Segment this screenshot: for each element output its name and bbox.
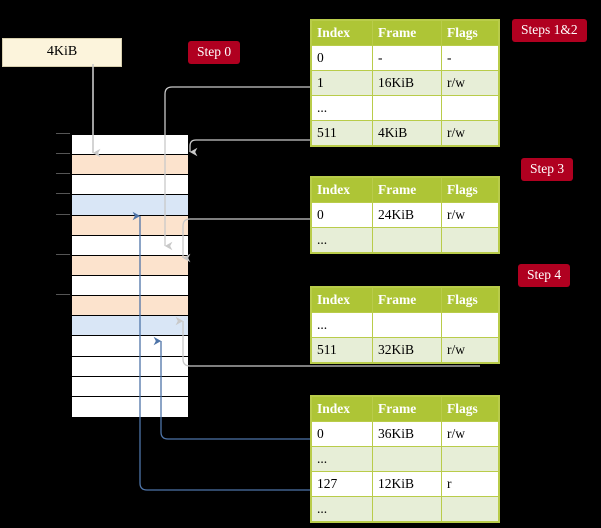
table-header-frame: Frame	[372, 287, 442, 313]
memory-frame-row	[72, 336, 188, 357]
table-cell-index: 0	[311, 45, 373, 71]
table-row[interactable]: 0--	[311, 45, 499, 71]
table-cell-flags: r/w	[441, 337, 499, 363]
table-cell-index: ...	[311, 446, 373, 472]
table-cell-flags: r/w	[441, 421, 499, 447]
table-cell-index: ...	[311, 95, 373, 121]
memory-frame-row	[72, 316, 188, 337]
table-header-index: Index	[311, 20, 373, 46]
source-frame-label: 4KiB	[46, 44, 78, 59]
memory-frame-row	[72, 356, 188, 377]
table-cell-flags: r/w	[441, 202, 499, 228]
memory-frame-row	[72, 175, 188, 196]
table-row[interactable]: ...	[311, 95, 499, 121]
table-cell-frame	[372, 446, 442, 472]
table-cell-index: 1	[311, 70, 373, 96]
badge-step-0-label: Step 0	[197, 44, 232, 59]
table-row[interactable]: ...	[311, 446, 499, 472]
table-cell-flags	[441, 446, 499, 472]
table-cell-index: ...	[311, 496, 373, 522]
table-header-flags: Flags	[441, 396, 499, 422]
badge-step-4: Step 4	[518, 264, 571, 287]
table-cell-frame: 32KiB	[372, 337, 442, 363]
table-cell-index: ...	[311, 227, 373, 253]
table-cell-frame	[372, 496, 442, 522]
memory-boundary-tick	[56, 213, 70, 215]
table-row[interactable]: ...	[311, 227, 499, 253]
table-header-index: Index	[311, 177, 373, 203]
badge-step-3: Step 3	[521, 158, 574, 181]
memory-boundary-tick	[56, 133, 70, 134]
badge-step-0: Step 0	[188, 41, 241, 64]
table-cell-frame	[372, 95, 442, 121]
table-cell-flags: r/w	[441, 120, 499, 146]
table-header-flags: Flags	[441, 177, 499, 203]
memory-boundary-tick	[56, 153, 70, 155]
table-cell-index: 127	[311, 471, 373, 497]
physical-memory-column	[70, 133, 190, 417]
badge-steps-1-and-2: Steps 1&2	[512, 19, 587, 42]
table-cell-index: 0	[311, 202, 373, 228]
memory-frame-row	[72, 396, 188, 417]
table-header-flags: Flags	[441, 20, 499, 46]
source-frame-box: 4KiB	[2, 38, 122, 67]
table-cell-flags: -	[441, 45, 499, 71]
table-header-frame: Frame	[372, 20, 442, 46]
memory-frame-row	[72, 195, 188, 216]
table-cell-flags: r	[441, 471, 499, 497]
memory-boundary-tick	[56, 193, 70, 195]
table-row[interactable]: ...	[311, 312, 499, 338]
table-cell-flags	[441, 95, 499, 121]
memory-frame-row	[72, 276, 188, 297]
badge-step-3-label: Step 3	[530, 161, 565, 176]
table-header-flags: Flags	[441, 287, 499, 313]
memory-frame-row	[72, 376, 188, 397]
table-cell-flags: r/w	[441, 70, 499, 96]
table-cell-frame: 12KiB	[372, 471, 442, 497]
table-cell-flags	[441, 312, 499, 338]
memory-boundary-tick	[56, 294, 70, 296]
table-cell-index: 511	[311, 120, 373, 146]
badge-steps-1-and-2-label: Steps 1&2	[521, 22, 578, 37]
table-header-frame: Frame	[372, 177, 442, 203]
table-cell-index: 511	[311, 337, 373, 363]
table-cell-frame: 16KiB	[372, 70, 442, 96]
table-cell-frame: 24KiB	[372, 202, 442, 228]
memory-frame-row	[72, 235, 188, 256]
badge-step-4-label: Step 4	[527, 267, 562, 282]
table-cell-frame: 36KiB	[372, 421, 442, 447]
table-header-index: Index	[311, 287, 373, 313]
table-row[interactable]: ...	[311, 496, 499, 522]
table-cell-index: 0	[311, 421, 373, 447]
memory-boundary-tick	[56, 173, 70, 175]
memory-frame-row	[72, 215, 188, 236]
table-cell-frame: -	[372, 45, 442, 71]
table-cell-flags	[441, 227, 499, 253]
memory-frame-row	[72, 255, 188, 276]
memory-frame-row	[72, 155, 188, 176]
memory-frame-row	[72, 135, 188, 156]
memory-frame-row	[72, 296, 188, 317]
table-cell-frame	[372, 312, 442, 338]
table-cell-frame	[372, 227, 442, 253]
table-header-index: Index	[311, 396, 373, 422]
table-cell-frame: 4KiB	[372, 120, 442, 146]
memory-boundary-tick	[56, 253, 70, 255]
table-header-frame: Frame	[372, 396, 442, 422]
table-cell-index: ...	[311, 312, 373, 338]
table-cell-flags	[441, 496, 499, 522]
